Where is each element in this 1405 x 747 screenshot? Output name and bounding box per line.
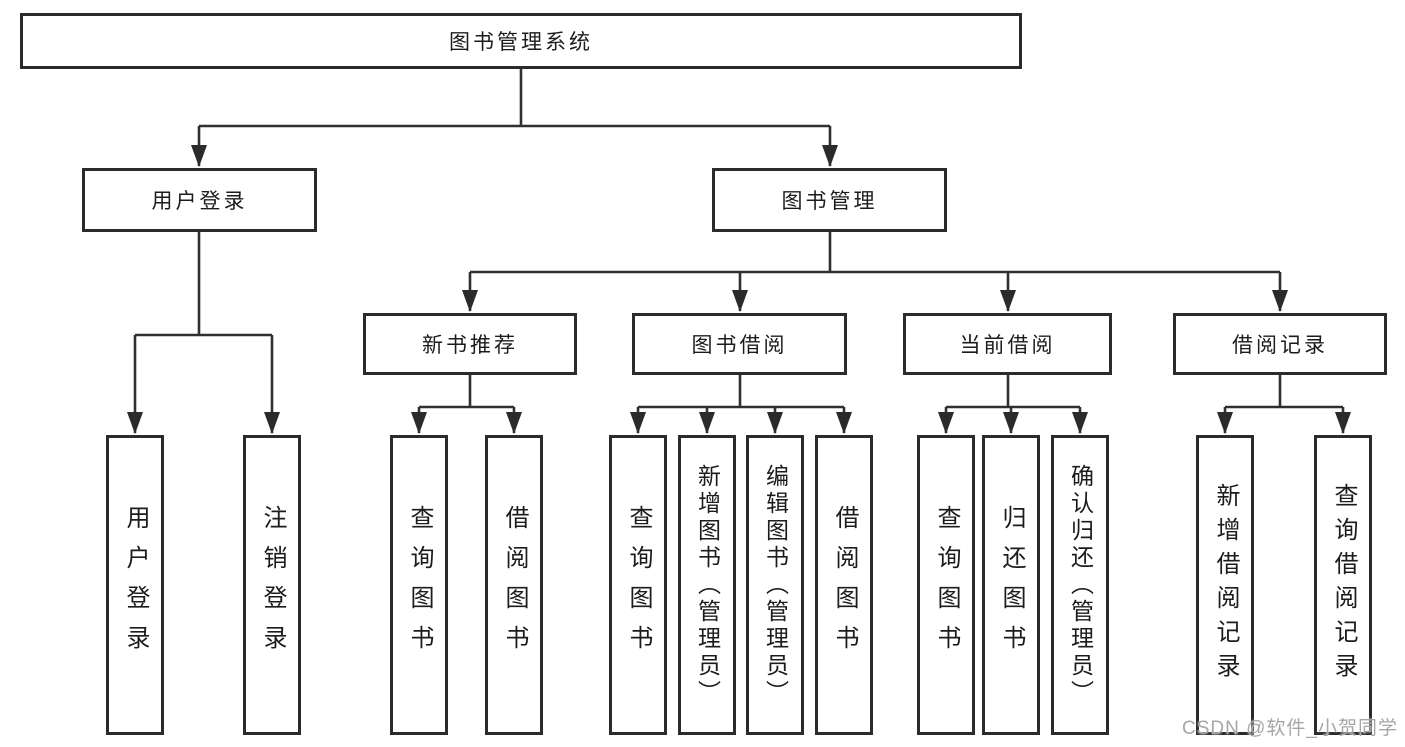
node-label: 确认归还（管理员） — [1067, 463, 1094, 707]
leaf-query-book-recommend: 查询图书 — [390, 435, 448, 735]
leaf-edit-book-admin: 编辑图书（管理员） — [746, 435, 804, 735]
connector-user-login-to-leaves — [127, 232, 280, 434]
node-label: 归还图书 — [998, 505, 1025, 665]
connector-book-borrow-to-leaves — [630, 375, 852, 434]
leaf-user-login: 用户登录 — [106, 435, 164, 735]
node-label: 借阅记录 — [1232, 334, 1328, 357]
node-label: 编辑图书（管理员） — [762, 463, 789, 707]
node-label: 图书管理系统 — [449, 31, 593, 54]
node-new-book-recommend: 新书推荐 — [363, 313, 577, 375]
node-borrow-records: 借阅记录 — [1173, 313, 1387, 375]
csdn-watermark: CSDN @软件_小贺同学 — [1182, 718, 1398, 739]
node-label: 查询图书 — [933, 505, 960, 665]
leaf-query-book-current: 查询图书 — [917, 435, 975, 735]
leaf-borrow-book: 借阅图书 — [815, 435, 873, 735]
node-user-login: 用户登录 — [82, 168, 317, 232]
node-label: 用户登录 — [151, 190, 248, 213]
node-label: 新增借阅记录 — [1212, 483, 1239, 687]
node-label: 查询图书 — [406, 505, 433, 665]
node-label: 新增图书（管理员） — [694, 463, 721, 707]
node-label: 查询图书 — [625, 505, 652, 665]
node-label: 借阅图书 — [501, 505, 528, 665]
leaf-add-book-admin: 新增图书（管理员） — [678, 435, 736, 735]
node-label: 新书推荐 — [422, 334, 518, 357]
leaf-confirm-return-admin: 确认归还（管理员） — [1051, 435, 1109, 735]
connector-borrow-records-to-leaves — [1217, 375, 1351, 434]
leaf-logout: 注销登录 — [243, 435, 301, 735]
connector-new-book-recommend-to-leaves — [411, 375, 522, 434]
leaf-borrow-book-recommend: 借阅图书 — [485, 435, 543, 735]
connector-root-to-level2 — [191, 69, 838, 167]
leaf-return-book: 归还图书 — [982, 435, 1040, 735]
node-library-management-system: 图书管理系统 — [20, 13, 1022, 69]
node-label: 用户登录 — [122, 505, 149, 665]
node-book-management: 图书管理 — [712, 168, 947, 232]
leaf-add-borrow-record: 新增借阅记录 — [1196, 435, 1254, 735]
node-label: 借阅图书 — [831, 505, 858, 665]
node-book-borrow: 图书借阅 — [632, 313, 847, 375]
node-label: 查询借阅记录 — [1330, 483, 1357, 687]
node-label: 图书管理 — [781, 190, 878, 213]
leaf-query-book-borrow: 查询图书 — [609, 435, 667, 735]
node-label: 注销登录 — [259, 505, 286, 665]
leaf-query-borrow-record: 查询借阅记录 — [1314, 435, 1372, 735]
connector-current-borrow-to-leaves — [938, 375, 1088, 434]
node-current-borrow: 当前借阅 — [903, 313, 1112, 375]
node-label: 当前借阅 — [959, 334, 1056, 357]
connector-book-management-to-level3 — [462, 232, 1288, 312]
node-label: 图书借阅 — [691, 334, 788, 357]
